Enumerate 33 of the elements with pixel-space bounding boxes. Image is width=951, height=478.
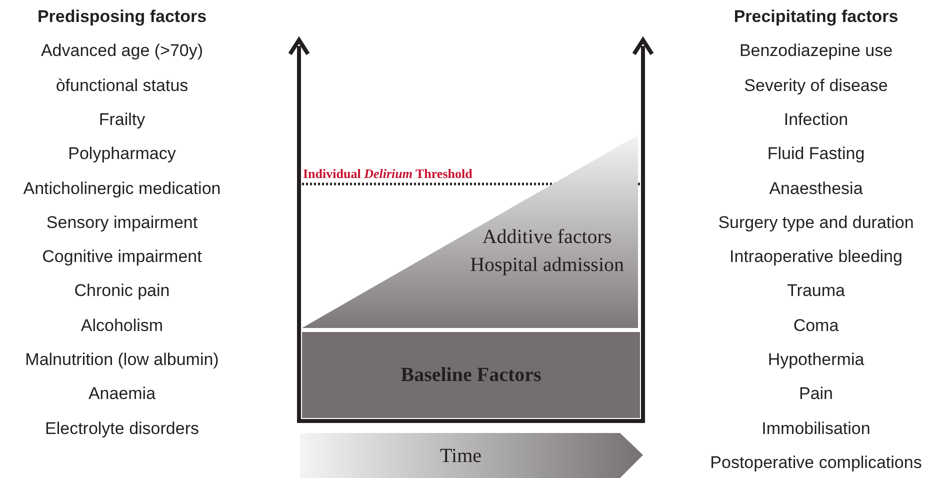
wedge-label: Additive factors <box>482 225 612 250</box>
wedge-label: Hospital admission <box>470 253 624 278</box>
factor-label: Pain <box>798 383 834 406</box>
factor-label: Surgery type and duration <box>718 212 914 234</box>
factor-label: Fluid Fasting <box>767 143 865 166</box>
factor-label: Hypothermia <box>768 349 864 371</box>
column-heading: Precipitating factors <box>734 6 898 28</box>
baseline-factors-box <box>302 332 640 418</box>
threshold-label: Individual Delirium Threshold <box>303 165 472 183</box>
factor-label: Infection <box>784 108 848 131</box>
factor-label: Coma <box>793 314 839 337</box>
factor-label: Immobilisation <box>762 418 870 440</box>
factor-label: Polypharmacy <box>68 143 176 166</box>
factor-label: Alcoholism <box>80 314 164 337</box>
factor-label: Intraoperative bleeding <box>730 246 902 268</box>
box-label: Baseline Factors <box>400 363 542 388</box>
factor-label: Advanced age (>70y) <box>40 40 204 62</box>
factor-label: Trauma <box>787 280 845 302</box>
factor-label: Benzodiazepine use <box>739 40 893 62</box>
factor-label: Anaesthesia <box>769 178 863 200</box>
factor-label: òfunctional status <box>56 74 188 97</box>
factor-label: Postoperative complications <box>710 452 922 474</box>
factor-label: Malnutrition (low albumin) <box>25 349 219 371</box>
arrow-label: Time <box>440 444 482 468</box>
factor-label: Sensory impairment <box>46 212 198 234</box>
column-heading: Predisposing factors <box>37 6 207 28</box>
factor-label: Severity of disease <box>744 74 888 97</box>
factor-label: Frailty <box>98 108 146 131</box>
factor-label: Electrolyte disorders <box>45 418 199 440</box>
factor-label: Anticholinergic medication <box>23 178 221 200</box>
factor-label: Chronic pain <box>74 280 170 302</box>
factor-label: Cognitive impairment <box>42 246 202 268</box>
factor-label: Anaemia <box>88 383 156 406</box>
